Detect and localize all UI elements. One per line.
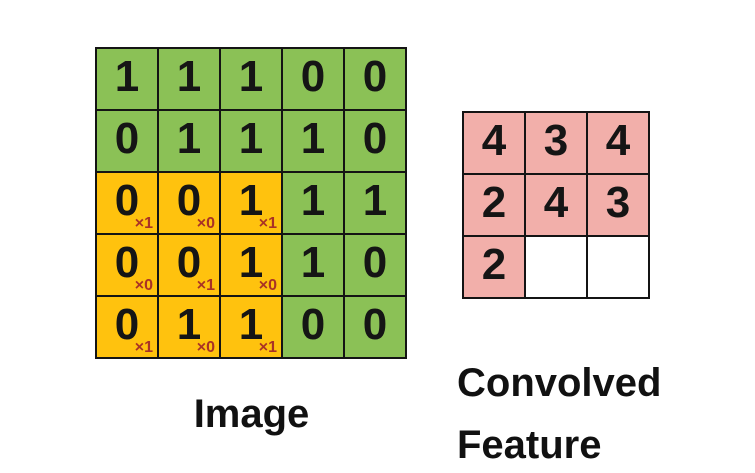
- cell-value: 0: [114, 300, 140, 349]
- image-cell: 1×0: [158, 296, 220, 358]
- output-cell: 2: [463, 174, 525, 236]
- image-cell: 0×1: [96, 296, 158, 358]
- image-cell: 1: [344, 172, 406, 234]
- cell-value: 1: [238, 176, 264, 225]
- image-cell: 0: [344, 110, 406, 172]
- cell-value: 0: [300, 300, 326, 349]
- cell-value: 2: [481, 240, 507, 289]
- convolved-feature-label: Convolved Feature: [457, 361, 662, 467]
- cell-value: 1: [238, 238, 264, 287]
- cell-value: 0: [300, 52, 326, 101]
- cell-value: 4: [605, 116, 631, 165]
- image-cell: 1: [282, 110, 344, 172]
- cell-value: 2: [481, 178, 507, 227]
- convolved-feature-grid: 4 3 4 2 4 3 2: [462, 111, 650, 299]
- cell-value: 0: [114, 176, 140, 225]
- image-cell: 0×1: [158, 234, 220, 296]
- input-image-grid: 1 1 1 0 0 0 1 1 1 0 0×1 0×0 1×1 1 1 0×0 …: [95, 47, 407, 359]
- cell-value: 0: [362, 238, 388, 287]
- cell-value: 1: [114, 52, 140, 101]
- image-cell: 0: [344, 234, 406, 296]
- cell-value: 0: [114, 114, 140, 163]
- image-cell: 1×0: [220, 234, 282, 296]
- cell-value: 1: [176, 300, 202, 349]
- image-cell: 1: [282, 234, 344, 296]
- image-cell: 1: [158, 110, 220, 172]
- image-cell: 1×1: [220, 296, 282, 358]
- cell-value: 0: [176, 176, 202, 225]
- image-cell: 1: [158, 48, 220, 110]
- image-cell: 0: [344, 48, 406, 110]
- cell-value: 1: [176, 114, 202, 163]
- cell-value: 0: [362, 114, 388, 163]
- image-cell: 0: [282, 296, 344, 358]
- image-cell: 1: [282, 172, 344, 234]
- image-cell: 0: [96, 110, 158, 172]
- cell-value: 0: [362, 52, 388, 101]
- cell-value: 1: [300, 176, 326, 225]
- kernel-weight-subscript: ×1: [258, 339, 277, 356]
- image-cell: 0×1: [96, 172, 158, 234]
- cell-value: 4: [543, 178, 569, 227]
- kernel-weight-subscript: ×1: [258, 215, 277, 232]
- output-cell: [587, 236, 649, 298]
- image-cell: 0: [344, 296, 406, 358]
- output-cell: 3: [525, 112, 587, 174]
- output-cell: 4: [587, 112, 649, 174]
- kernel-weight-subscript: ×0: [196, 215, 215, 232]
- cell-value: 1: [362, 176, 388, 225]
- cell-value: 0: [362, 300, 388, 349]
- output-cell: 4: [463, 112, 525, 174]
- kernel-weight-subscript: ×0: [134, 277, 153, 294]
- image-cell: 1: [220, 48, 282, 110]
- output-cell: 4: [525, 174, 587, 236]
- image-cell: 0×0: [96, 234, 158, 296]
- cell-value: 1: [238, 52, 264, 101]
- cell-value: 0: [176, 238, 202, 287]
- image-cell: 0×0: [158, 172, 220, 234]
- image-label: Image: [193, 392, 310, 436]
- image-cell: 1×1: [220, 172, 282, 234]
- output-cell: 2: [463, 236, 525, 298]
- kernel-weight-subscript: ×1: [134, 215, 153, 232]
- cell-value: 0: [114, 238, 140, 287]
- output-cell: [525, 236, 587, 298]
- kernel-weight-subscript: ×0: [258, 277, 277, 294]
- image-cell: 0: [282, 48, 344, 110]
- image-cell: 1: [220, 110, 282, 172]
- cell-value: 3: [605, 178, 631, 227]
- cell-value: 1: [300, 114, 326, 163]
- cell-value: 1: [176, 52, 202, 101]
- cell-value: 1: [238, 114, 264, 163]
- output-cell: 3: [587, 174, 649, 236]
- kernel-weight-subscript: ×0: [196, 339, 215, 356]
- cell-value: 4: [481, 116, 507, 165]
- kernel-weight-subscript: ×1: [196, 277, 215, 294]
- cell-value: 3: [543, 116, 569, 165]
- kernel-weight-subscript: ×1: [134, 339, 153, 356]
- image-cell: 1: [96, 48, 158, 110]
- cell-value: 1: [238, 300, 264, 349]
- cell-value: 1: [300, 238, 326, 287]
